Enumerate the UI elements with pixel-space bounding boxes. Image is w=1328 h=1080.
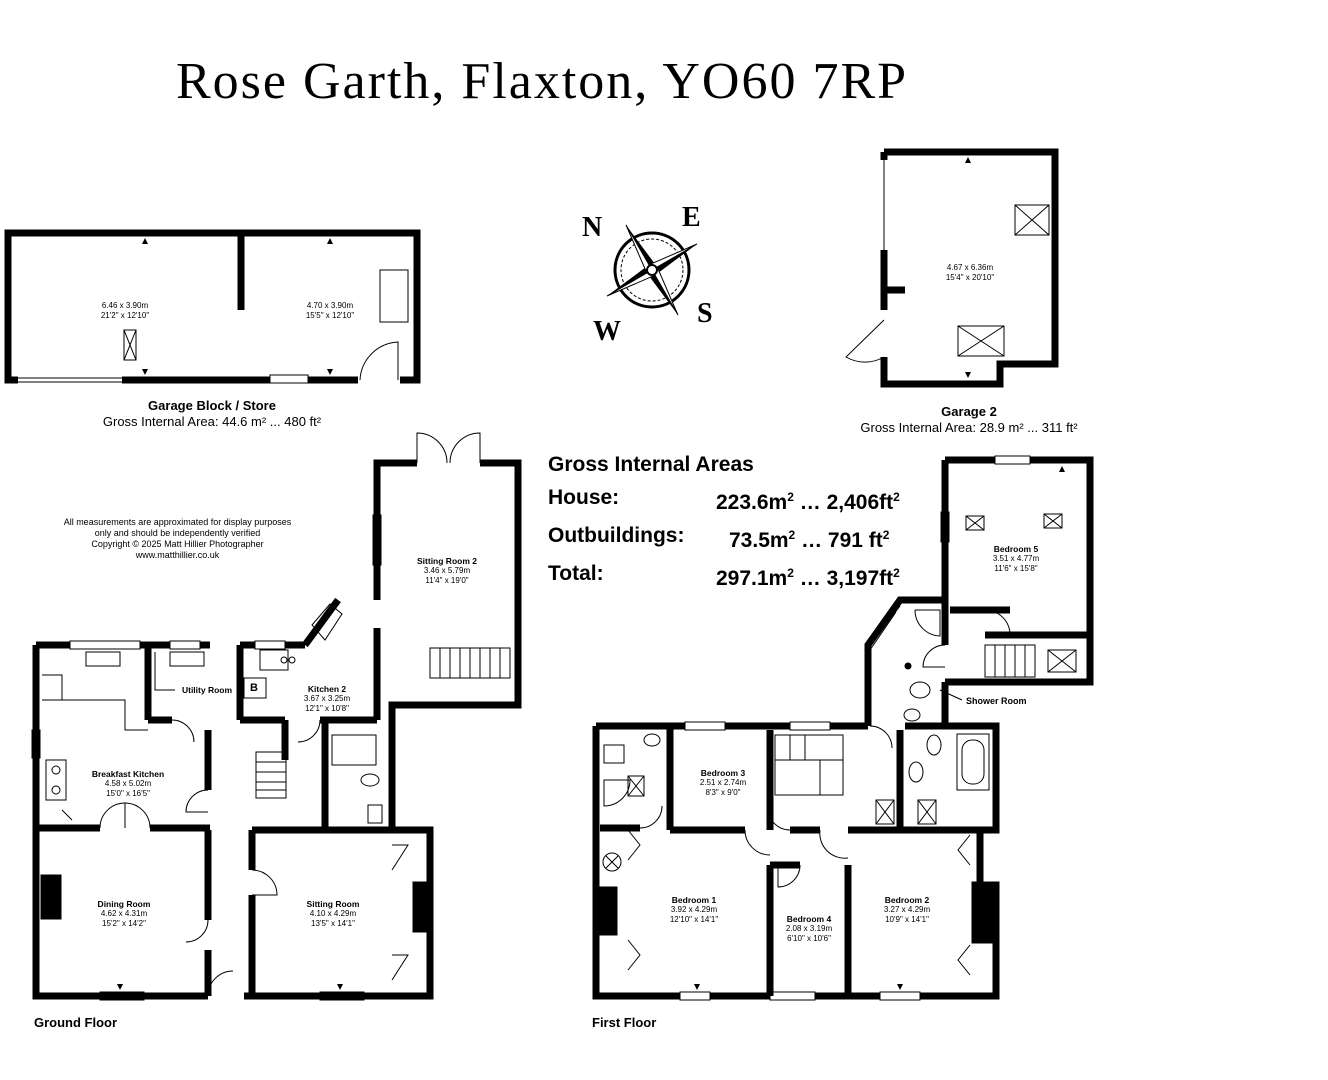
copyright-line: Copyright © 2025 Matt Hillier Photograph… xyxy=(91,539,264,549)
garage-2-name: Garage 2 xyxy=(941,404,997,419)
room-imperial: 8'3" x 9'0" xyxy=(705,788,741,797)
room-name: Dining Room xyxy=(97,899,151,909)
compass-west-label: W xyxy=(593,316,621,347)
breakfast-kitchen-label: Breakfast Kitchen 4.58 x 5.02m 15'0" x 1… xyxy=(92,769,164,799)
room-name: Bedroom 3 xyxy=(700,768,746,778)
gross-internal-areas: Gross Internal Areas House: 223.6m2 … 2,… xyxy=(548,448,929,595)
boiler-label: B xyxy=(250,682,258,694)
bedroom-1-label: Bedroom 1 3.92 x 4.29m 12'10" x 14'1" xyxy=(670,895,718,925)
gia-row-outbuildings: Outbuildings: 73.5m2 … 791 ft2 xyxy=(548,519,929,557)
room-imperial: 11'4" x 19'0" xyxy=(425,576,469,585)
bedroom-5-label: Bedroom 5 3.51 x 4.77m 11'6" x 15'8" xyxy=(993,544,1039,574)
room-metric: 6.46 x 3.90m xyxy=(101,301,149,310)
kitchen-2-label: Kitchen 2 3.67 x 3.25m 12'1" x 10'8" xyxy=(304,684,350,714)
gia-m2: 223.6m xyxy=(716,491,788,514)
compass-east-label: E xyxy=(682,202,701,233)
gia-label: Total: xyxy=(548,562,604,585)
room-imperial: 15'5" x 12'10" xyxy=(305,311,355,320)
room-metric: 4.70 x 3.90m xyxy=(306,301,354,310)
disclaimer: All measurements are approximated for di… xyxy=(40,517,315,561)
room-imperial: 21'2" x 12'10" xyxy=(100,311,150,320)
dining-room-label: Dining Room 4.62 x 4.31m 15'2" x 14'2" xyxy=(98,899,151,929)
room-name: Breakfast Kitchen xyxy=(91,769,165,779)
room-metric: 4.10 x 4.29m xyxy=(309,909,357,918)
room-name: Sitting Room xyxy=(306,899,360,909)
gia-ft2: … 2,406ft xyxy=(799,491,894,514)
bedroom-3-label: Bedroom 3 2.51 x 2.74m 8'3" x 9'0" xyxy=(700,768,746,798)
gia-ft2: … 3,197ft xyxy=(799,567,894,590)
room-metric: 4.62 x 4.31m xyxy=(100,909,148,918)
room-imperial: 15'4" x 20'10" xyxy=(945,273,995,282)
gia-heading: Gross Internal Areas xyxy=(548,453,754,476)
sitting-room-label: Sitting Room 4.10 x 4.29m 13'5" x 14'1" xyxy=(307,899,360,929)
utility-room-label: Utility Room xyxy=(182,685,232,695)
garage-2-room: 4.67 x 6.36m 15'4" x 20'10" xyxy=(946,263,994,283)
sitting-room-2-label: Sitting Room 2 3.46 x 5.79m 11'4" x 19'0… xyxy=(417,556,477,586)
garage-block-caption: Garage Block / Store Gross Internal Area… xyxy=(103,398,321,430)
gia-ft2: … 791 ft xyxy=(801,529,883,552)
compass-rose xyxy=(606,224,698,316)
room-imperial: 6'10" x 10'6" xyxy=(787,934,831,943)
garage-block-name: Garage Block / Store xyxy=(148,398,276,413)
compass-south-label: S xyxy=(697,298,713,329)
room-name: Bedroom 5 xyxy=(993,544,1039,554)
room-imperial: 11'6" x 15'8" xyxy=(994,564,1038,573)
ground-floor-label: Ground Floor xyxy=(34,1015,118,1030)
garage-block-room-a: 6.46 x 3.90m 21'2" x 12'10" xyxy=(101,301,149,321)
compass-north-label: N xyxy=(582,212,603,243)
room-imperial: 12'1" x 10'8" xyxy=(305,704,349,713)
gia-row-total: Total: 297.1m2 … 3,197ft2 xyxy=(548,557,929,595)
gia-m2: 297.1m xyxy=(716,567,788,590)
room-imperial: 13'5" x 14'1" xyxy=(311,919,355,928)
room-metric: 3.92 x 4.29m xyxy=(670,905,718,914)
page-title: Rose Garth, Flaxton, YO60 7RP xyxy=(176,53,909,110)
room-name: Utility Room xyxy=(181,685,233,695)
room-metric: 2.51 x 2.74m xyxy=(699,778,747,787)
room-imperial: 10'9" x 14'1" xyxy=(885,915,929,924)
room-metric: 4.58 x 5.02m xyxy=(104,779,152,788)
room-name: Sitting Room 2 xyxy=(417,556,477,566)
garage-2-walls xyxy=(880,148,1059,388)
ground-floor-walls xyxy=(32,459,522,1000)
gia-label: House: xyxy=(548,486,620,509)
bedroom-2-label: Bedroom 2 3.27 x 4.29m 10'9" x 14'1" xyxy=(884,895,930,925)
first-floor-walls xyxy=(592,456,1094,1000)
garage-block-room-b: 4.70 x 3.90m 15'5" x 12'10" xyxy=(306,301,354,321)
first-stairs xyxy=(774,644,1036,796)
gia-m2: 73.5m xyxy=(729,529,789,552)
gia-row-house: House: 223.6m2 … 2,406ft2 xyxy=(548,481,929,519)
room-metric: 3.67 x 3.25m xyxy=(303,694,351,703)
first-floor-label: First Floor xyxy=(592,1015,657,1030)
room-name: Kitchen 2 xyxy=(307,684,347,694)
garage-2-area: Gross Internal Area: 28.9 m² ... 311 ft² xyxy=(860,420,1078,435)
room-name: Bedroom 4 xyxy=(786,914,832,924)
shower-room-label: Shower Room xyxy=(966,696,1027,706)
garage-block-walls xyxy=(4,229,421,384)
room-name: Bedroom 2 xyxy=(884,895,930,905)
website-line: www.matthillier.co.uk xyxy=(135,550,220,560)
room-imperial: 15'2" x 14'2" xyxy=(102,919,146,928)
room-metric: 3.51 x 4.77m xyxy=(992,554,1040,563)
room-metric: 2.08 x 3.19m xyxy=(785,924,833,933)
ground-stairs xyxy=(255,647,511,799)
disclaimer-line: All measurements are approximated for di… xyxy=(63,517,292,527)
bedroom-4-label: Bedroom 4 2.08 x 3.19m 6'10" x 10'6" xyxy=(786,914,832,944)
dimension-markers xyxy=(117,157,1065,990)
room-name: Bedroom 1 xyxy=(671,895,717,905)
room-imperial: 12'10" x 14'1" xyxy=(669,915,719,924)
room-metric: 3.46 x 5.79m xyxy=(423,566,471,575)
room-imperial: 15'0" x 16'5" xyxy=(106,789,150,798)
room-metric: 4.67 x 6.36m xyxy=(946,263,994,272)
garage-2-caption: Garage 2 Gross Internal Area: 28.9 m² ..… xyxy=(860,404,1077,436)
garage-block-area: Gross Internal Area: 44.6 m² ... 480 ft² xyxy=(102,414,322,429)
gia-label: Outbuildings: xyxy=(548,524,685,547)
room-metric: 3.27 x 4.29m xyxy=(883,905,931,914)
disclaimer-line: only and should be independently verifie… xyxy=(94,528,261,538)
